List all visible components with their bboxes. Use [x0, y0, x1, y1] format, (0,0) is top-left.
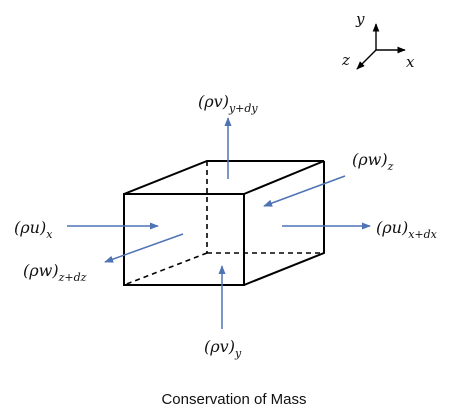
flux-label-back-in: (ρw)z	[352, 150, 394, 173]
flux-label-right-out-sub: x+dx	[408, 228, 437, 241]
cube-hidden-edge-bottom-depth	[123, 252, 208, 286]
flux-label-bottom-base: (ρv)	[204, 337, 235, 356]
z-axis-label: z	[341, 51, 350, 69]
z-axis-arrow	[356, 49, 377, 70]
control-volume-cube	[123, 160, 325, 286]
flux-label-bottom-sub: y	[234, 347, 242, 360]
coordinate-axes: y x z	[341, 10, 415, 71]
y-axis-label: y	[355, 10, 365, 28]
x-axis-label: x	[406, 53, 415, 71]
flux-label-top-base: (ρv)	[198, 92, 229, 111]
flux-arrows	[67, 117, 371, 329]
cube-right-face	[243, 161, 325, 286]
flux-label-right-out: (ρu)x+dx	[376, 218, 438, 241]
flux-label-back-in-base: (ρw)	[352, 150, 388, 169]
flux-label-top-sub: y+dy	[228, 102, 258, 115]
flux-label-top: (ρv)y+dy	[198, 92, 258, 115]
flux-arrow-front-out	[104, 233, 184, 263]
flux-label-front-out-base: (ρw)	[23, 261, 59, 280]
flux-labels: (ρv)y+dy (ρv)y (ρu)x (ρu)x+dx (ρw)z (ρw)…	[14, 92, 438, 360]
flux-label-back-in-sub: z	[387, 160, 394, 173]
flux-label-left-in: (ρu)x	[14, 218, 53, 241]
flux-label-front-out-sub: z+dz	[58, 271, 87, 284]
flux-label-front-out: (ρw)z+dz	[23, 261, 87, 284]
cube-top-face	[123, 160, 325, 195]
flux-arrow-back-in	[263, 175, 346, 207]
flux-label-bottom: (ρv)y	[204, 337, 242, 360]
flux-label-left-in-base: (ρu)	[14, 218, 46, 237]
flux-label-left-in-sub: x	[46, 228, 53, 241]
diagram-caption: Conservation of Mass	[161, 391, 306, 408]
flux-label-right-out-base: (ρu)	[376, 218, 408, 237]
cube-front-face	[123, 193, 245, 286]
